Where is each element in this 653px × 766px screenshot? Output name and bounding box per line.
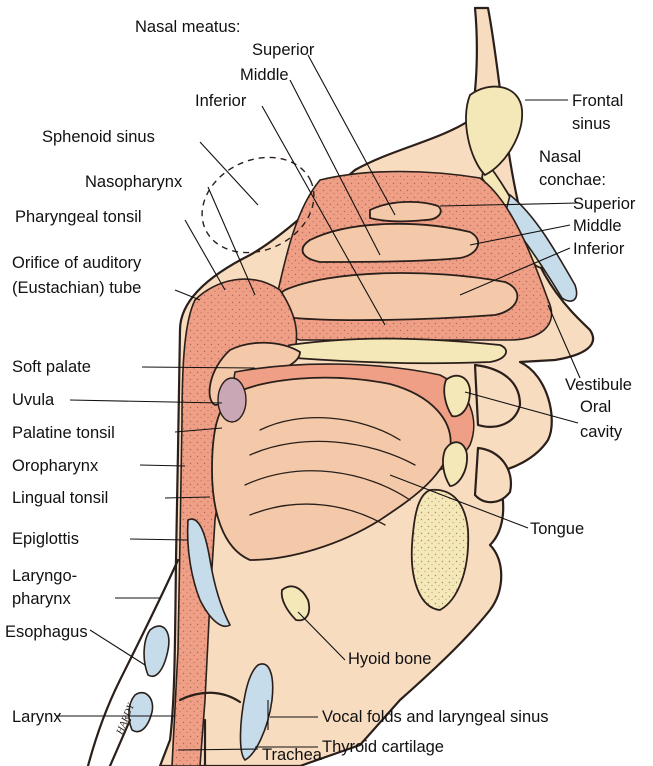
hard-palate (286, 339, 506, 364)
label-nasal-conchae-1: Nasal (539, 148, 581, 166)
label-frontal-sinus-1: Frontal (572, 92, 623, 110)
label-conchae-middle: Middle (573, 217, 622, 235)
label-orifice-2: (Eustachian) tube (12, 279, 141, 297)
label-tongue: Tongue (530, 520, 584, 538)
label-lingual-tonsil: Lingual tonsil (12, 489, 108, 507)
label-sphenoid-sinus: Sphenoid sinus (42, 128, 155, 146)
label-uvula: Uvula (12, 391, 55, 409)
label-hyoid-bone: Hyoid bone (348, 650, 431, 668)
label-trachea: Trachea (262, 746, 323, 764)
label-conchae-inferior: Inferior (573, 240, 625, 258)
label-larynx: Larynx (12, 708, 62, 726)
label-frontal-sinus-2: sinus (572, 115, 611, 133)
label-vocal-folds: Vocal folds and laryngeal sinus (322, 708, 549, 726)
label-oral-cavity-2: cavity (580, 423, 623, 441)
label-meatus-inferior: Inferior (195, 92, 247, 110)
label-nasal-conchae-2: conchae: (539, 171, 606, 189)
label-laryngopharynx-2: pharynx (12, 590, 71, 608)
label-oropharynx: Oropharynx (12, 457, 99, 475)
label-nasopharynx: Nasopharynx (85, 173, 183, 191)
palatine-tonsil-shape (218, 378, 246, 422)
arytenoid-cartilage (144, 626, 169, 676)
label-meatus-middle: Middle (240, 66, 289, 84)
label-esophagus: Esophagus (5, 623, 88, 641)
label-soft-palate: Soft palate (12, 358, 91, 376)
label-orifice-1: Orifice of auditory (12, 254, 142, 272)
label-meatus-superior: Superior (252, 41, 315, 59)
label-conchae-superior: Superior (573, 195, 636, 213)
label-nasal-meatus: Nasal meatus: (135, 18, 240, 36)
label-pharyngeal-tonsil: Pharyngeal tonsil (15, 208, 142, 226)
label-thyroid-cartilage: Thyroid cartilage (322, 738, 444, 756)
label-palatine-tonsil: Palatine tonsil (12, 424, 115, 442)
label-laryngopharynx-1: Laryngo- (12, 567, 77, 585)
label-epiglottis: Epiglottis (12, 530, 79, 548)
label-vestibule: Vestibule (565, 376, 632, 394)
label-oral-cavity-1: Oral (580, 398, 611, 416)
